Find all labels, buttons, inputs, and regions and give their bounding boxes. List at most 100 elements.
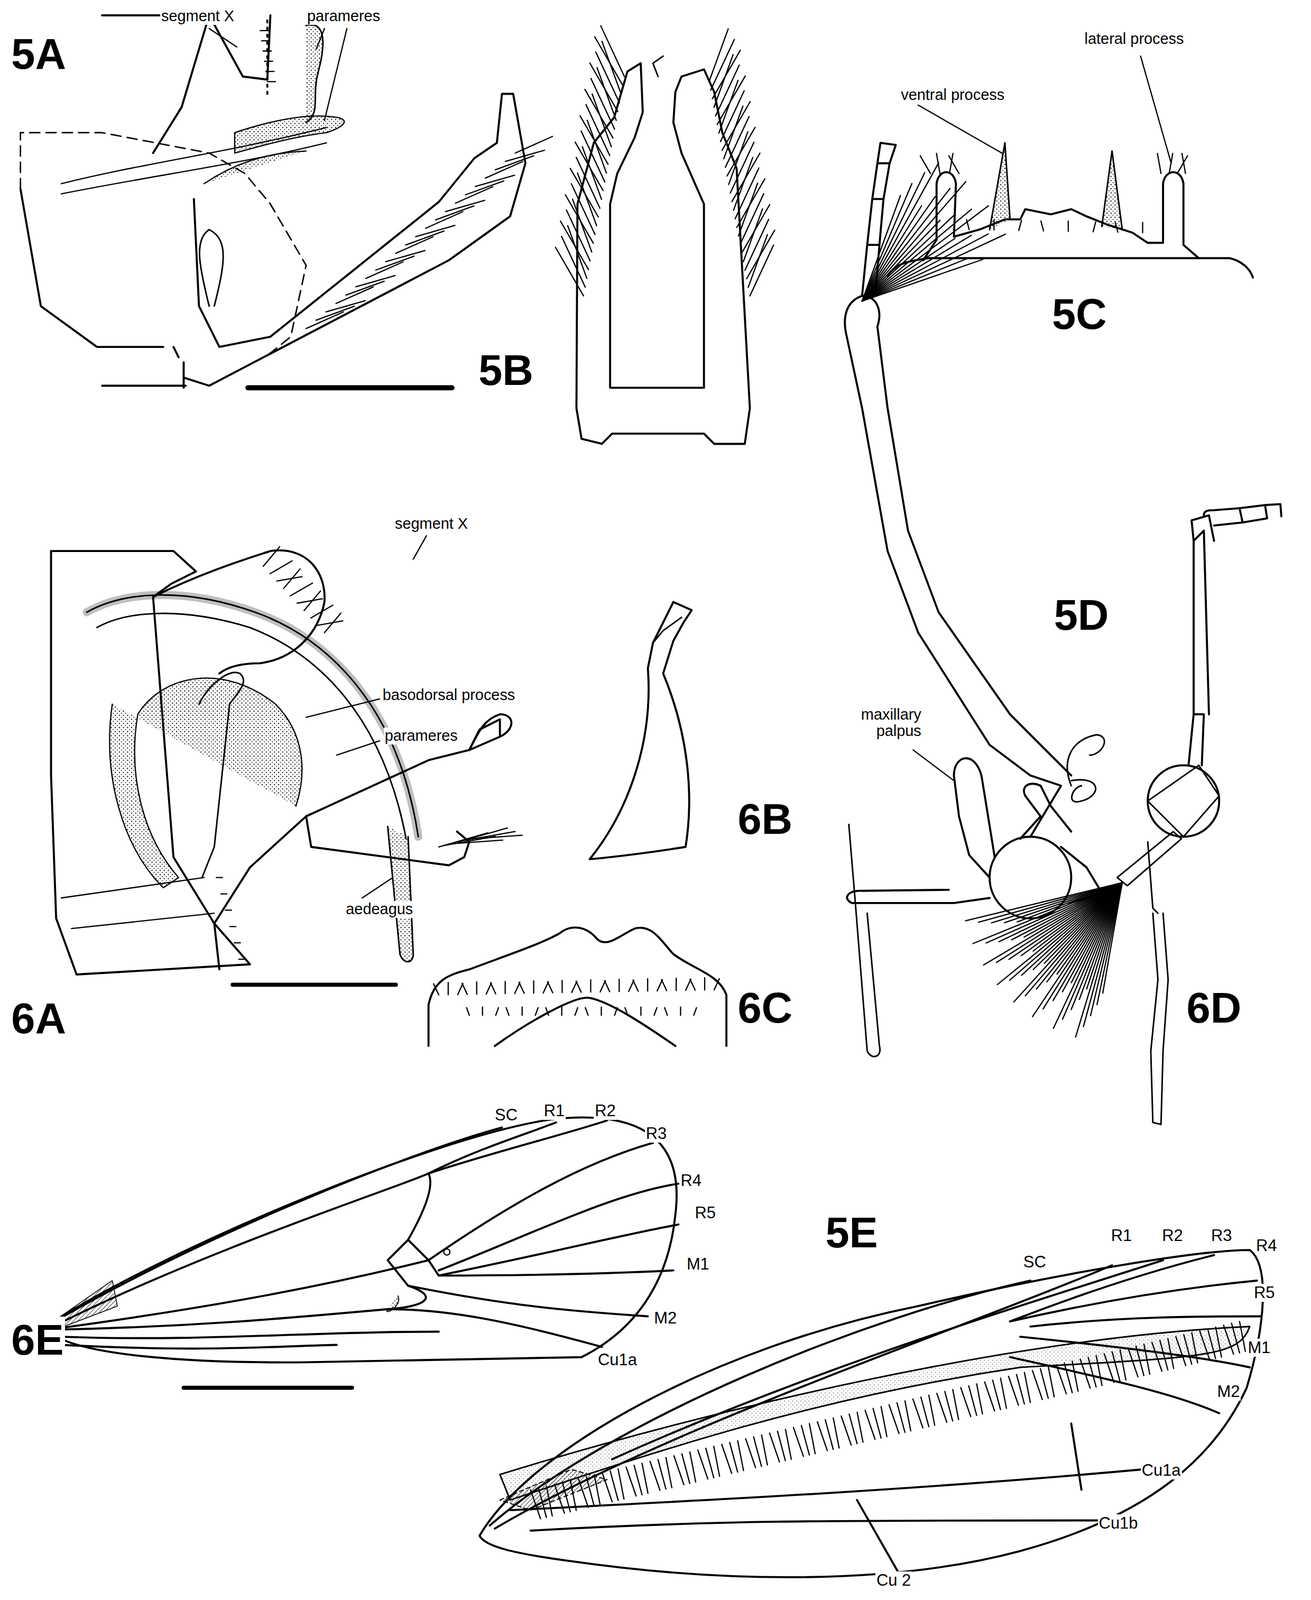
vein-label: R5: [693, 1203, 717, 1222]
seta: [521, 1007, 523, 1015]
vein-label: M2: [652, 1308, 678, 1327]
seta: [571, 981, 577, 993]
figure-5c: [887, 56, 1253, 278]
seta: [653, 1007, 657, 1015]
seta: [462, 983, 468, 995]
seta: [996, 882, 1123, 963]
seta: [457, 983, 464, 995]
seta: [1231, 1323, 1240, 1353]
seta: [455, 186, 494, 203]
seta: [704, 977, 706, 990]
seta: [336, 287, 374, 304]
seta: [562, 1481, 571, 1512]
seta: [618, 979, 620, 992]
seta: [395, 236, 434, 254]
seta: [1151, 1342, 1162, 1372]
seta: [435, 205, 475, 220]
seta: [600, 25, 625, 77]
seta: [1093, 222, 1096, 233]
seta: [267, 80, 276, 82]
vein-label: Cu1b: [1097, 1513, 1140, 1532]
seta: [570, 1480, 577, 1511]
seta: [661, 979, 667, 991]
seta: [578, 1478, 589, 1508]
seta: [599, 980, 606, 992]
seta: [628, 980, 634, 992]
seta: [737, 1440, 744, 1471]
seta: [1175, 1336, 1186, 1366]
seta: [519, 982, 525, 994]
seta: [1159, 1340, 1168, 1370]
seta: [856, 1411, 863, 1443]
seta: [912, 1398, 923, 1428]
seta: [495, 155, 534, 170]
part-label: segment X: [160, 7, 236, 25]
vein-label: M1: [1246, 1338, 1272, 1357]
vein-label: R1: [1110, 1226, 1134, 1245]
seta: [697, 1449, 708, 1479]
part-label: parameres: [306, 7, 382, 25]
seta: [685, 979, 691, 991]
seta: [602, 1472, 613, 1502]
seta: [263, 50, 272, 52]
seta: [1032, 1370, 1043, 1400]
seta: [777, 1430, 786, 1461]
seta: [277, 576, 303, 581]
seta: [862, 214, 956, 301]
panel-letter: 6B: [736, 795, 794, 843]
seta: [666, 1457, 672, 1488]
vein-label: Cu1a: [1140, 1461, 1183, 1480]
seta: [632, 980, 639, 992]
vein-label: R1: [542, 1101, 567, 1120]
seta: [229, 925, 237, 927]
seta: [589, 979, 592, 992]
seta: [515, 136, 553, 153]
seta: [1000, 1377, 1007, 1408]
seta: [841, 1415, 852, 1445]
seta: [848, 1413, 857, 1444]
seta: [714, 978, 720, 990]
seta: [624, 1007, 628, 1015]
seta: [1169, 153, 1174, 174]
seta: [585, 1007, 588, 1015]
seta: [889, 1404, 900, 1434]
seta: [317, 620, 344, 625]
vein-label: M1: [685, 1254, 711, 1273]
seta: [928, 1395, 935, 1426]
seta: [1199, 1330, 1210, 1360]
seta: [260, 30, 269, 32]
seta: [984, 1381, 995, 1411]
seta: [705, 1447, 714, 1478]
seta: [326, 300, 366, 312]
vein-label: R4: [1254, 1236, 1279, 1255]
seta: [594, 1474, 600, 1505]
seta: [978, 882, 1123, 922]
seta: [658, 1459, 667, 1489]
seta: [547, 981, 553, 993]
seta: [514, 982, 521, 994]
seta: [447, 982, 449, 995]
figure-6d: [1116, 503, 1282, 1124]
seta: [952, 1389, 959, 1420]
seta: [809, 1423, 816, 1454]
seta: [920, 1396, 929, 1427]
seta: [306, 311, 344, 329]
seta: [561, 980, 563, 993]
seta: [785, 1428, 792, 1460]
part-label: basodorsal process: [381, 686, 517, 704]
seta: [220, 892, 228, 894]
seta: [495, 1007, 499, 1015]
seta: [415, 225, 455, 237]
seta: [1191, 1332, 1198, 1363]
seta: [365, 261, 403, 279]
seta: [482, 1007, 484, 1015]
seta: [642, 1462, 649, 1493]
seta: [920, 155, 931, 174]
seta: [1215, 1326, 1222, 1357]
seta: [862, 205, 989, 301]
seta: [532, 980, 534, 993]
seta: [614, 1007, 618, 1015]
seta: [261, 40, 270, 42]
seta: [433, 983, 439, 995]
